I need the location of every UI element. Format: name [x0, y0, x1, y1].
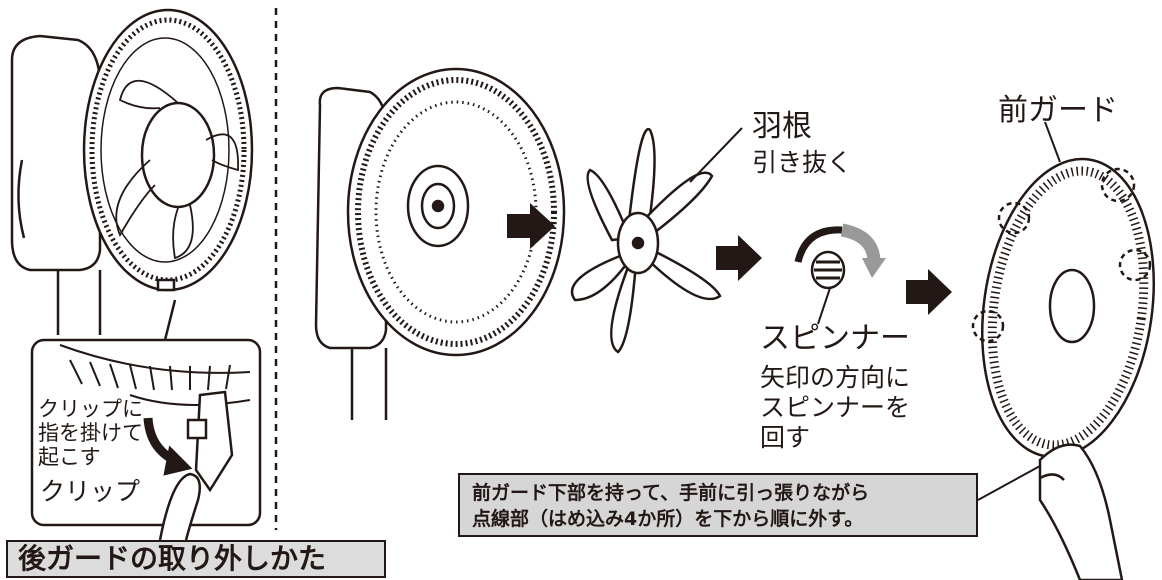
spinner-action-line-2: スピンナーを	[760, 393, 911, 422]
spinner-action-line-3: 回す	[760, 423, 811, 452]
blade-action-label: 引き抜く	[752, 148, 853, 177]
blade-label: 羽根	[752, 109, 812, 144]
instruction-note-line-1: 前ガード下部を持って、手前に引っ張りながら	[472, 482, 870, 504]
note-leader-line	[977, 465, 1041, 501]
front-guard-leader-line	[1044, 121, 1061, 163]
front-guard-illustration	[971, 157, 1156, 459]
section-title: 後ガードの取り外しかた	[6, 540, 386, 578]
spinner-illustration	[794, 223, 886, 290]
clip-action-line-2: 指を掛けて	[38, 421, 143, 445]
hand-illustration	[1038, 443, 1124, 580]
fan-left-illustration	[10, 8, 254, 335]
arrow-right-1	[507, 203, 555, 249]
blade-illustration	[570, 127, 722, 354]
spinner-label: スピンナー	[760, 321, 910, 356]
fan-center-illustration	[314, 67, 566, 420]
clip-action-line-3: 起こす	[38, 445, 101, 469]
arrow-right-2	[716, 235, 762, 281]
clip-callout-box	[30, 299, 262, 541]
clip-action-line-1: クリップに	[38, 397, 143, 421]
spinner-leader-line	[817, 287, 831, 325]
instruction-note-line-2: 点線部（はめ込み4か所）を下から順に外す。	[472, 507, 864, 530]
clip-label: クリップ	[40, 477, 141, 506]
blade-leader-line	[689, 127, 743, 183]
instruction-note: 前ガード下部を持って、手前に引っ張りながら 点線部（はめ込み4か所）を下から順に…	[458, 473, 978, 537]
spinner-action-line-1: 矢印の方向に	[760, 363, 911, 392]
front-guard-label: 前ガード	[998, 93, 1118, 128]
arrow-right-3	[906, 269, 952, 315]
